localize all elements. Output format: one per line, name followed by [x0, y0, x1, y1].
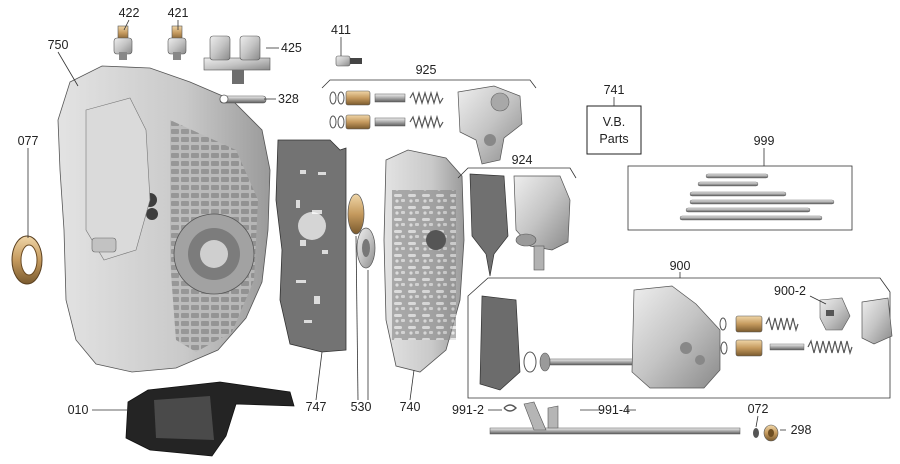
cap-298 — [763, 424, 779, 442]
valve-900-2 — [819, 297, 851, 331]
callout-072: 072 — [748, 402, 769, 416]
callout-991-2: 991-2 — [452, 403, 484, 417]
callout-425: 425 — [281, 41, 302, 55]
callout-900-2: 900-2 — [774, 284, 806, 298]
callout-298: 298 — [791, 423, 812, 437]
callout-924: 924 — [512, 153, 533, 167]
separator-plate-747 — [275, 139, 347, 353]
callout-991-4: 991-4 — [598, 403, 630, 417]
callout-740: 740 — [400, 400, 421, 414]
callout-750: 750 — [48, 38, 69, 52]
callout-411: 411 — [331, 23, 351, 37]
callout-421: 421 — [168, 6, 189, 20]
callout-900: 900 — [670, 259, 691, 273]
oring-072 — [753, 428, 759, 438]
clip-991-2 — [503, 404, 517, 412]
callout-747: 747 — [306, 400, 327, 414]
vb-box-line1: V.B. — [603, 115, 625, 129]
callout-422: 422 — [119, 6, 140, 20]
solenoid-422 — [113, 25, 133, 60]
subassembly-924 — [469, 173, 571, 277]
transmission-case — [57, 65, 271, 373]
valve-body-740 — [383, 149, 465, 373]
gears-530 — [347, 193, 376, 269]
spring-pin-328 — [219, 94, 267, 104]
callout-925: 925 — [416, 63, 437, 77]
valve-assembly-925 — [329, 85, 523, 165]
valve-kit-900 — [467, 277, 893, 399]
shaft-991-4 — [489, 401, 741, 435]
valve-row-lower — [329, 114, 444, 130]
seal-part — [11, 235, 43, 285]
callout-010: 010 — [68, 403, 89, 417]
callout-077: 077 — [18, 134, 39, 148]
rods-kit-999 — [627, 165, 853, 231]
solenoid-pack-425 — [203, 35, 271, 84]
sensor-411 — [335, 55, 362, 67]
filter-010 — [125, 381, 295, 457]
callout-328: 328 — [278, 92, 299, 106]
callout-999: 999 — [754, 134, 775, 148]
valve-row-upper — [329, 90, 444, 106]
solenoid-421 — [167, 25, 187, 60]
callout-741: 741 — [604, 83, 625, 97]
vb-parts-box: V.B. Parts — [586, 105, 642, 155]
callout-labels: 422 421 750 411 425 925 328 741 077 999 … — [18, 6, 812, 437]
leader-lines — [27, 19, 827, 431]
callout-530: 530 — [351, 400, 372, 414]
vb-box-line2: Parts — [599, 132, 628, 146]
